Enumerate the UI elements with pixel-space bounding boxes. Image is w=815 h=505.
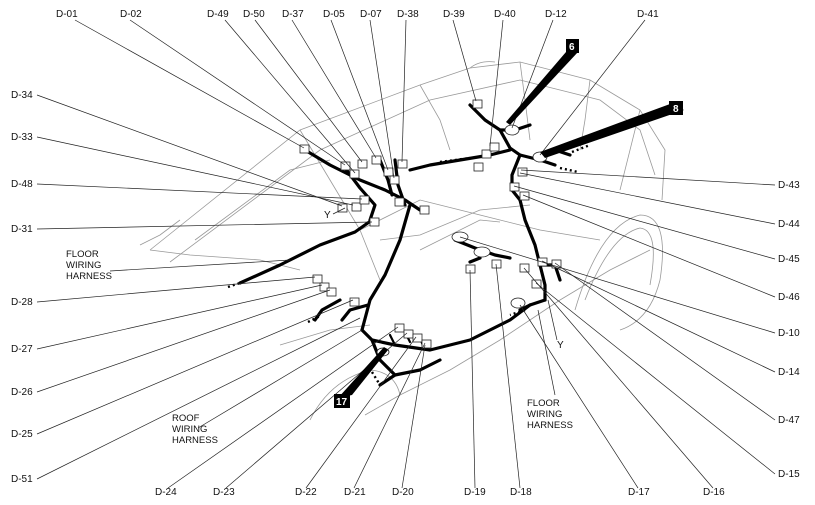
badge-17: 17: [336, 397, 348, 408]
label-d-27: D-27: [11, 344, 33, 355]
svg-text:WIRING: WIRING: [172, 424, 207, 435]
callout-y-left: Y: [324, 210, 331, 221]
label-d-16: D-16: [703, 487, 725, 498]
label-d-43: D-43: [778, 180, 800, 191]
label-d-50: D-50: [243, 9, 265, 20]
label-d-41: D-41: [637, 9, 659, 20]
badge-6: 6: [569, 42, 575, 53]
label-d-21: D-21: [344, 487, 366, 498]
label-d-20: D-20: [392, 487, 414, 498]
svg-text:ROOF: ROOF: [172, 413, 200, 424]
label-d-39: D-39: [443, 9, 465, 20]
label-d-14: D-14: [778, 367, 800, 378]
label-d-25: D-25: [11, 429, 33, 440]
label-d-17: D-17: [628, 487, 650, 498]
label-d-22: D-22: [295, 487, 317, 498]
connectors: [299, 99, 562, 357]
label-d-38: D-38: [397, 9, 419, 20]
label-d-10: D-10: [778, 328, 800, 339]
label-d-02: D-02: [120, 9, 142, 20]
label-d-24: D-24: [155, 487, 177, 498]
svg-text:HARNESS: HARNESS: [527, 420, 573, 431]
label-d-26: D-26: [11, 387, 33, 398]
label-d-51: D-51: [11, 474, 33, 485]
svg-text:FLOOR: FLOOR: [527, 398, 560, 409]
label-d-45: D-45: [778, 254, 800, 265]
badges: 6 8 17: [334, 39, 684, 408]
floor-harness-note-right: FLOOR WIRING HARNESS: [527, 398, 573, 431]
vehicle-body-outline: [139, 61, 666, 421]
roof-harness-note: ROOF WIRING HARNESS: [172, 413, 218, 446]
badge-8: 8: [673, 104, 679, 115]
svg-text:WIRING: WIRING: [527, 409, 562, 420]
svg-text:FLOOR: FLOOR: [66, 249, 99, 260]
top-labels: D-01 D-02 D-49 D-50 D-37 D-05 D-07 D-38 …: [56, 9, 659, 20]
label-d-44: D-44: [778, 219, 800, 230]
label-d-34: D-34: [11, 90, 33, 101]
label-d-18: D-18: [510, 487, 532, 498]
left-labels: D-34 D-33 D-48 D-31 D-28 D-27 D-26 D-25 …: [11, 90, 33, 485]
label-d-19: D-19: [464, 487, 486, 498]
bottom-labels: D-24 D-23 D-22 D-21 D-20 D-19 D-18 D-17 …: [155, 487, 725, 498]
label-d-23: D-23: [213, 487, 235, 498]
callout-y-right: Y: [557, 340, 564, 351]
label-d-47: D-47: [778, 415, 800, 426]
svg-text:WIRING: WIRING: [66, 260, 101, 271]
svg-text:HARNESS: HARNESS: [66, 271, 112, 282]
label-d-07: D-07: [360, 9, 382, 20]
leader-lines: [36, 19, 776, 489]
label-d-31: D-31: [11, 224, 33, 235]
label-d-05: D-05: [323, 9, 345, 20]
label-d-40: D-40: [494, 9, 516, 20]
floor-harness-note-left: FLOOR WIRING HARNESS: [66, 249, 112, 282]
svg-text:HARNESS: HARNESS: [172, 435, 218, 446]
label-d-48: D-48: [11, 179, 33, 190]
label-d-01: D-01: [56, 9, 78, 20]
label-d-49: D-49: [207, 9, 229, 20]
label-d-33: D-33: [11, 132, 33, 143]
label-d-28: D-28: [11, 297, 33, 308]
label-d-46: D-46: [778, 292, 800, 303]
label-d-15: D-15: [778, 469, 800, 480]
right-labels: D-43 D-44 D-45 D-46 D-10 D-14 D-47 D-15: [778, 180, 800, 480]
label-d-12: D-12: [545, 9, 567, 20]
wiring-harness: [227, 103, 591, 387]
label-d-37: D-37: [282, 9, 304, 20]
